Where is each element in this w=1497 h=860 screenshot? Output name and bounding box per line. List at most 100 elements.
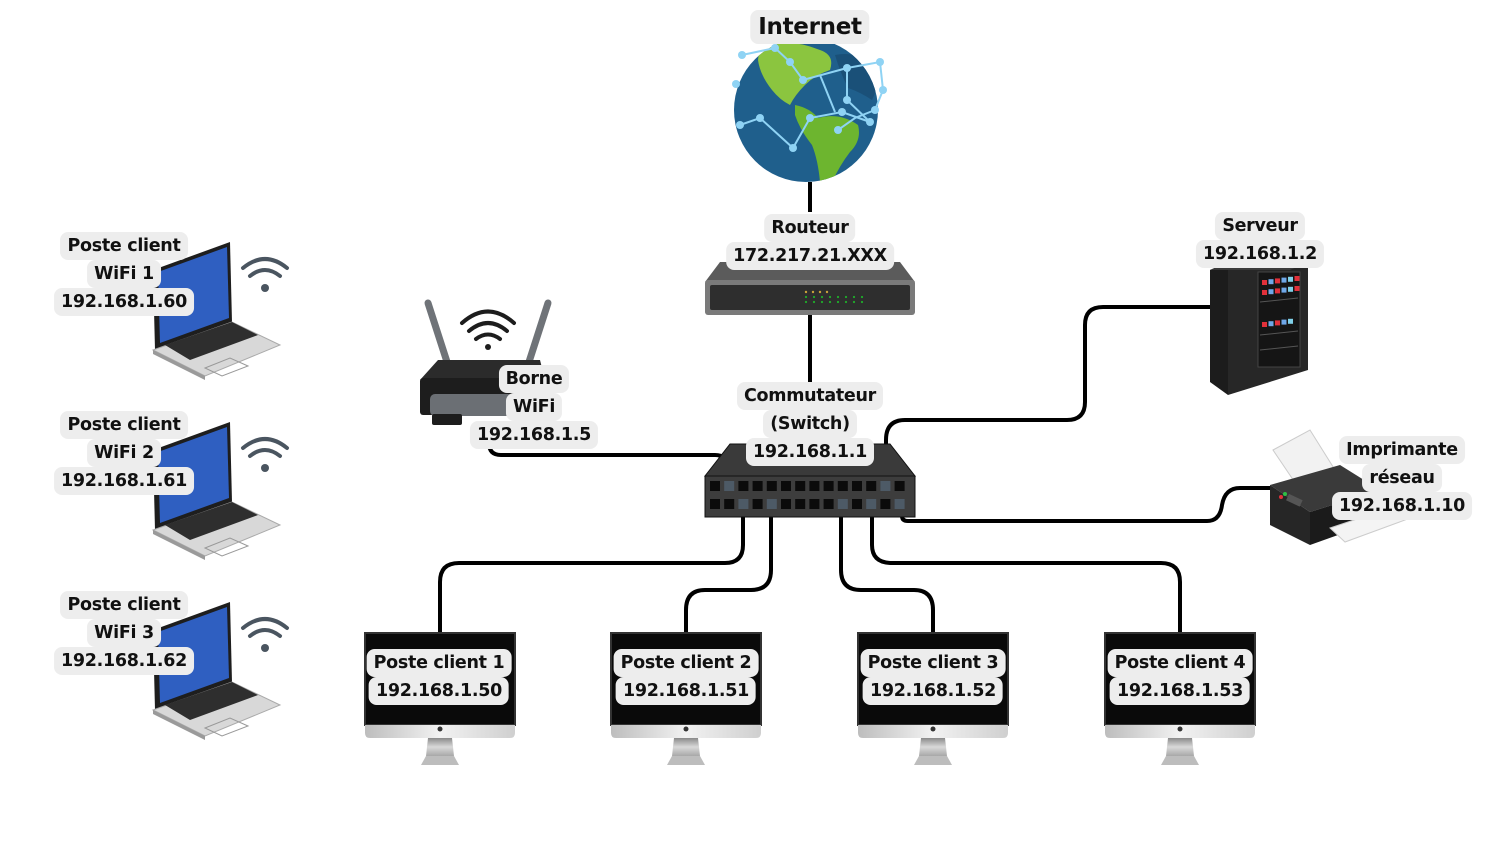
router-led <box>812 295 816 299</box>
switch-port <box>752 499 763 509</box>
label-line: 192.168.1.61 <box>54 467 194 495</box>
switch-port-active <box>724 481 735 491</box>
label-laptop-2: Poste client WiFi 2 192.168.1.61 <box>54 411 194 495</box>
label-line: 192.168.1.50 <box>369 677 509 705</box>
cable-accesspoint-switch <box>487 442 729 483</box>
label-line: 192.168.1.1 <box>745 438 875 466</box>
router-led <box>844 295 848 299</box>
server-light <box>1294 276 1300 281</box>
switch-port <box>837 481 848 491</box>
server-light <box>1281 319 1287 325</box>
router-led <box>836 295 840 299</box>
switch-port <box>795 499 806 509</box>
label-laptop-3: Poste client WiFi 3 192.168.1.62 <box>54 591 194 675</box>
switch-port <box>852 499 862 509</box>
server-light <box>1275 320 1280 326</box>
cable-switch-desktop2 <box>684 512 773 634</box>
switch-port <box>710 499 720 509</box>
wifi-signal-icon <box>241 617 289 638</box>
router-led <box>804 300 808 304</box>
switch-port <box>823 499 834 509</box>
label-line: WiFi <box>505 393 563 421</box>
switch-port <box>766 481 777 491</box>
router-led <box>844 300 848 304</box>
label-line: Imprimante <box>1339 436 1465 464</box>
label-server: Serveur 192.168.1.2 <box>1195 212 1325 268</box>
switch-port <box>809 499 820 509</box>
label-line: 192.168.1.53 <box>1110 677 1250 705</box>
server-shelf <box>1259 345 1299 351</box>
label-access-point: Borne WiFi 192.168.1.5 <box>469 365 599 449</box>
label-line: WiFi 1 <box>87 260 161 288</box>
label-line: 192.168.1.51 <box>616 677 756 705</box>
router-led <box>828 300 832 304</box>
label-laptop-1: Poste client WiFi 1 192.168.1.60 <box>54 232 194 316</box>
server-light <box>1294 286 1300 291</box>
switch-port-active <box>766 499 777 509</box>
cable-switch-desktop3 <box>839 512 935 634</box>
label-line: Serveur <box>1215 212 1305 240</box>
label-line: 192.168.1.5 <box>469 421 599 449</box>
server-light <box>1262 280 1267 285</box>
server-light <box>1288 286 1293 292</box>
label-line: WiFi 2 <box>87 439 161 467</box>
label-line: 192.168.1.10 <box>1332 492 1472 520</box>
label-internet: Internet <box>750 10 870 44</box>
label-line: 192.168.1.60 <box>54 288 194 316</box>
cable-server-switch <box>884 305 1210 483</box>
switch-port <box>809 481 820 491</box>
label-line: Internet <box>750 10 870 44</box>
cable-switch-desktop1 <box>438 512 745 634</box>
server-light <box>1281 277 1287 283</box>
label-line: Poste client 4 <box>1107 649 1253 677</box>
server-light <box>1268 321 1274 327</box>
label-line: 192.168.1.2 <box>1195 240 1325 268</box>
switch-port-active <box>894 499 905 509</box>
label-line: Poste client <box>60 591 188 619</box>
router-led <box>852 295 856 299</box>
router-led <box>828 295 832 299</box>
server-light <box>1281 287 1287 293</box>
server-light <box>1275 288 1280 294</box>
server-light <box>1275 278 1280 284</box>
switch-port <box>852 481 862 491</box>
switch-port-active <box>880 481 891 491</box>
router-led <box>860 300 864 304</box>
label-desktop-3: Poste client 3 192.168.1.52 <box>860 649 1006 705</box>
switch-port <box>724 499 735 509</box>
wifi-signal-icon <box>241 257 289 278</box>
server-light <box>1262 322 1267 327</box>
switch-port-active <box>738 499 749 509</box>
switch-port <box>710 481 720 491</box>
cable-switch-desktop4 <box>870 512 1182 634</box>
switch-port <box>894 481 905 491</box>
label-line: 192.168.1.52 <box>863 677 1003 705</box>
label-line: Poste client <box>60 411 188 439</box>
switch-port <box>823 481 834 491</box>
router-led <box>852 300 856 304</box>
wifi-signal-icon <box>460 309 516 341</box>
label-line: Borne <box>498 365 570 393</box>
switch-port <box>781 499 791 509</box>
router-led <box>811 290 815 294</box>
router-led <box>804 295 808 299</box>
label-line: (Switch) <box>763 410 857 438</box>
router-led <box>836 300 840 304</box>
label-line: Poste client <box>60 232 188 260</box>
label-line: Commutateur <box>737 382 883 410</box>
label-printer: Imprimante réseau 192.168.1.10 <box>1332 436 1472 520</box>
label-switch: Commutateur (Switch) 192.168.1.1 <box>737 382 883 466</box>
globe-icon <box>732 38 887 182</box>
wifi-signal-icon <box>241 437 289 458</box>
label-desktop-4: Poste client 4 192.168.1.53 <box>1107 649 1253 705</box>
label-desktop-1: Poste client 1 192.168.1.50 <box>366 649 512 705</box>
switch-port-active <box>866 499 877 509</box>
server-shelf <box>1259 297 1299 303</box>
label-line: Poste client 3 <box>860 649 1006 677</box>
label-line: WiFi 3 <box>87 619 161 647</box>
router-led <box>820 300 824 304</box>
router-led <box>820 295 824 299</box>
router-led <box>818 290 822 294</box>
label-line: Poste client 2 <box>613 649 759 677</box>
